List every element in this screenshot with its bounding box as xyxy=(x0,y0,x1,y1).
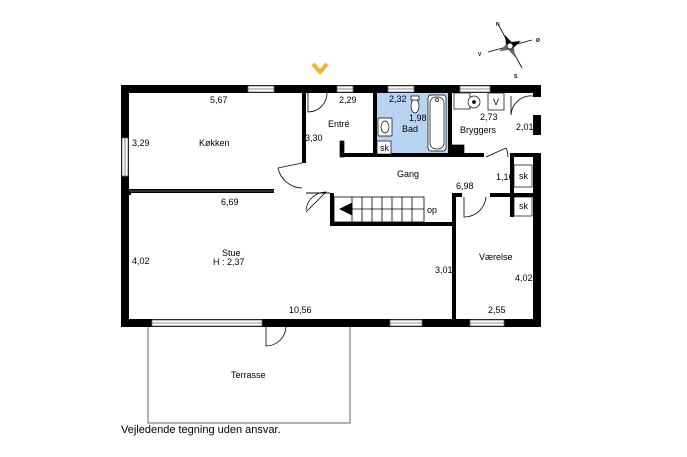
dim-house-width: 10,56 xyxy=(289,305,312,315)
dim-stue-depth-right: 3,01 xyxy=(435,265,453,275)
label-op: op xyxy=(427,205,437,215)
room-labels: Køkken Entré Bad Bryggers Gang Stue H : … xyxy=(199,119,513,380)
dim-gang-width: 6,98 xyxy=(456,181,474,191)
doors xyxy=(265,92,534,347)
windows xyxy=(121,85,505,327)
compass-s: S xyxy=(514,74,518,80)
compass-n: N xyxy=(496,22,500,28)
dim-vaerelse-width: 2,55 xyxy=(488,305,506,315)
dim-entre-width: 2,29 xyxy=(339,95,357,105)
dim-stue-depth-left: 4,02 xyxy=(132,256,150,266)
room-height-stue: H : 2,37 xyxy=(213,257,245,267)
bath-fixtures xyxy=(376,94,447,155)
exterior-walls xyxy=(121,85,541,327)
compass-icon: N S V Ø xyxy=(478,22,540,80)
dim-bad-depth: 1,98 xyxy=(409,113,427,123)
room-label-gang: Gang xyxy=(397,169,419,179)
dim-bryggers-depth: 2,01 xyxy=(516,122,534,132)
utility-fixtures xyxy=(339,92,533,217)
dim-gang-depth: 1,16 xyxy=(496,172,514,182)
room-label-kokken: Køkken xyxy=(199,138,230,148)
dim-vaerelse-depth: 4,02 xyxy=(515,273,533,283)
label-sk-bath: sk xyxy=(380,143,390,153)
label-sk-hall-1: sk xyxy=(519,171,529,181)
compass-v: V xyxy=(478,52,482,58)
label-sk-hall-2: sk xyxy=(519,201,529,211)
dim-kokken-width: 5,67 xyxy=(210,95,228,105)
dim-stue-top: 6,69 xyxy=(221,197,239,207)
room-label-entre: Entré xyxy=(328,119,350,129)
compass-o: Ø xyxy=(536,38,540,44)
room-label-stue: Stue xyxy=(222,248,241,258)
room-label-bad: Bad xyxy=(402,124,418,134)
terrace xyxy=(147,325,351,424)
fixture-labels: sk sk sk V op xyxy=(380,97,529,215)
kitchen-line xyxy=(129,190,330,194)
dim-bad-width: 2,32 xyxy=(389,94,407,104)
staircase xyxy=(333,196,425,223)
toilet xyxy=(410,98,420,114)
room-label-bryggers: Bryggers xyxy=(460,125,497,135)
entrance-marker-icon xyxy=(311,62,329,74)
disclaimer-caption: Vejledende tegning uden ansvar. xyxy=(121,424,281,436)
dim-bryggers-width: 2,73 xyxy=(480,112,498,122)
dim-kokken-depth: 3,29 xyxy=(132,138,150,148)
label-v: V xyxy=(493,97,499,107)
dim-entre-depth: 3,30 xyxy=(305,133,323,143)
dimension-labels: 5,67 3,29 2,29 3,30 2,32 1,98 2,73 2,01 … xyxy=(132,94,534,315)
room-label-vaerelse: Værelse xyxy=(479,252,513,262)
room-label-terrasse: Terrasse xyxy=(231,370,266,380)
